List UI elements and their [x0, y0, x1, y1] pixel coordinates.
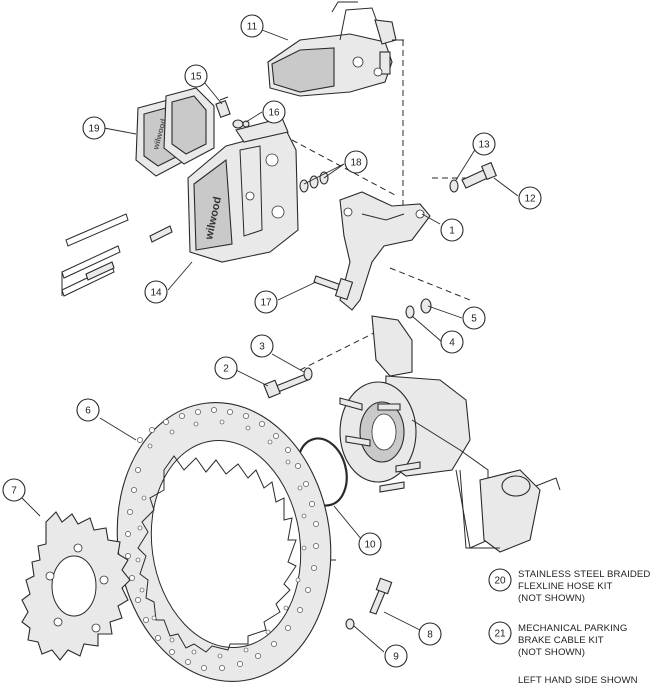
- callout-1: 1: [440, 218, 464, 242]
- callout-3: 3: [250, 334, 274, 358]
- svg-text:20: 20: [494, 576, 506, 587]
- callout-19: 19: [82, 116, 106, 140]
- callout-15: 15: [184, 64, 208, 88]
- note-parking-cable-kit: 21 MECHANICAL PARKING BRAKE CABLE KIT (N…: [488, 621, 627, 658]
- svg-text:MECHANICAL PARKING: MECHANICAL PARKING: [518, 623, 627, 634]
- svg-text:2: 2: [223, 364, 229, 375]
- svg-text:19: 19: [88, 124, 100, 135]
- svg-text:(NOT SHOWN): (NOT SHOWN): [518, 593, 585, 604]
- main-caliper: wilwood: [187, 117, 299, 263]
- svg-text:18: 18: [350, 158, 362, 169]
- svg-text:(NOT SHOWN): (NOT SHOWN): [518, 647, 585, 658]
- pad-retaining-pins: [61, 213, 173, 297]
- svg-text:8: 8: [427, 630, 433, 641]
- drilled-slotted-rotor: [116, 402, 332, 682]
- callout-2: 2: [214, 356, 238, 380]
- rotor-drill-holes: [125, 407, 319, 671]
- hub-washer: [303, 367, 313, 381]
- parking-brake-caliper: [267, 1, 404, 97]
- callout-8: 8: [418, 622, 442, 646]
- note-hose-kit: 20 STAINLESS STEEL BRAIDED FLEXLINE HOSE…: [488, 568, 650, 604]
- callout-9: 9: [384, 644, 408, 668]
- brake-pads: wilwood: [135, 87, 215, 177]
- hat-bolt: [369, 577, 393, 615]
- hat-washer: [345, 618, 355, 630]
- callout-17: 17: [254, 290, 278, 314]
- callout-12: 12: [518, 186, 542, 210]
- svg-text:FLEXLINE HOSE KIT: FLEXLINE HOSE KIT: [518, 581, 613, 592]
- callout-4: 4: [440, 330, 464, 354]
- svg-text:STAINLESS STEEL BRAIDED: STAINLESS STEEL BRAIDED: [518, 569, 650, 580]
- caliper-bracket: [339, 191, 431, 311]
- svg-text:16: 16: [268, 108, 280, 119]
- svg-text:9: 9: [393, 652, 399, 663]
- mounting-bolt: [313, 275, 354, 301]
- hub-spindle-assembly: [339, 315, 561, 553]
- spacer-washers: [405, 298, 432, 319]
- svg-text:7: 7: [11, 486, 17, 497]
- hub-bolt: [263, 373, 309, 399]
- bracket-washer: [449, 179, 459, 193]
- svg-text:21: 21: [494, 629, 506, 640]
- callout-leaders: [21, 29, 519, 653]
- svg-text:17: 17: [260, 298, 272, 309]
- svg-text:14: 14: [150, 288, 162, 299]
- svg-text:1: 1: [449, 226, 455, 237]
- callout-10: 10: [358, 532, 382, 556]
- bleeder-screw: [215, 96, 231, 118]
- svg-text:BRAKE CABLE KIT: BRAKE CABLE KIT: [518, 635, 604, 646]
- bracket-bolt: [461, 161, 497, 189]
- callout-14: 14: [144, 280, 168, 304]
- svg-text:6: 6: [85, 406, 91, 417]
- callout-7: 7: [2, 478, 26, 502]
- callout-11: 11: [240, 14, 264, 38]
- svg-text:10: 10: [364, 540, 376, 551]
- svg-text:13: 13: [478, 140, 490, 151]
- callout-16: 16: [262, 100, 286, 124]
- callout-18: 18: [344, 150, 368, 174]
- svg-text:15: 15: [190, 72, 202, 83]
- callout-6: 6: [76, 398, 100, 422]
- bracket-shims: [299, 171, 329, 193]
- rotor-hat: [21, 511, 131, 661]
- callout-5: 5: [462, 306, 486, 330]
- svg-text:11: 11: [247, 22, 258, 33]
- svg-text:5: 5: [471, 314, 477, 325]
- callout-13: 13: [472, 132, 496, 156]
- orientation-note: LEFT HAND SIDE SHOWN: [518, 675, 638, 686]
- svg-text:12: 12: [524, 194, 536, 205]
- caliper-fitting: [232, 119, 250, 129]
- svg-text:3: 3: [259, 342, 265, 353]
- svg-text:4: 4: [449, 338, 455, 349]
